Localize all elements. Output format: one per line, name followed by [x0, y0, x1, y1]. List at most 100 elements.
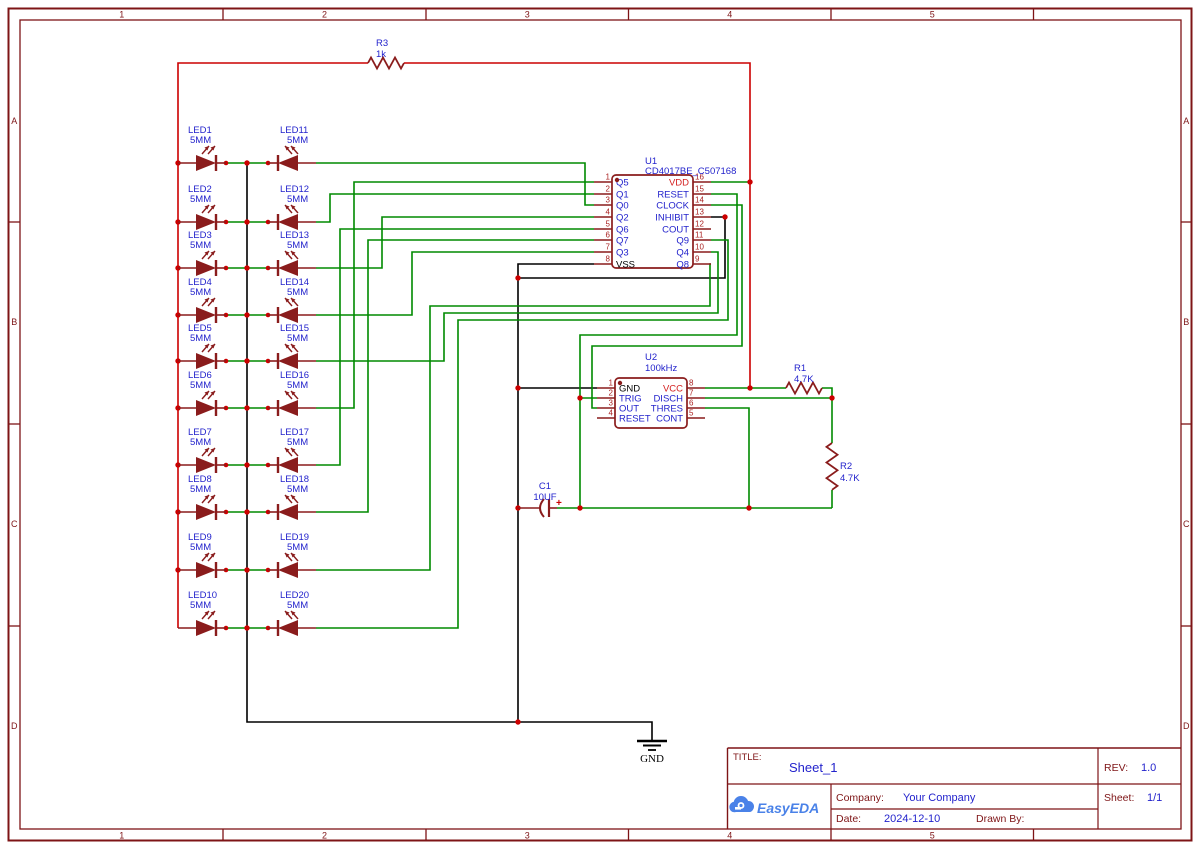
led-ref[interactable]: LED19	[280, 532, 309, 543]
wire-led-net[interactable]	[316, 216, 594, 269]
wire-reset-net[interactable]	[579, 193, 738, 508]
resistor-R2[interactable]: R24.7K	[824, 442, 861, 491]
date-value[interactable]: 2024-12-10	[884, 813, 940, 825]
ic-U2[interactable]: 1GND8VCC2TRIG7DISCH3OUT6THRES4RESET5CONT…	[597, 352, 705, 429]
resistor-value[interactable]: 4.7K	[840, 473, 860, 484]
resistor-R1[interactable]: R14.7K	[785, 363, 823, 396]
led-value[interactable]: 5MM	[190, 333, 211, 344]
resistor-value[interactable]: 1k	[376, 49, 386, 60]
led-value[interactable]: 5MM	[190, 287, 211, 298]
wire-inhibit-gnd[interactable]	[518, 216, 726, 279]
led-value[interactable]: 5MM	[190, 484, 211, 495]
led-ref[interactable]: LED11	[280, 125, 308, 136]
wires[interactable]	[177, 62, 833, 741]
led-value[interactable]: 5MM	[287, 240, 308, 251]
led-ref[interactable]: LED6	[188, 370, 212, 381]
led-ref[interactable]: LED7	[188, 427, 212, 438]
led-ref[interactable]: LED20	[280, 590, 309, 601]
wire-clock-out[interactable]	[591, 204, 743, 409]
resistor-ref[interactable]: R3	[376, 38, 388, 49]
components[interactable]: LED15MMLED115MMLED25MMLED125MMLED35MMLED…	[178, 38, 860, 765]
ic-body[interactable]	[611, 174, 694, 269]
led-ref[interactable]: LED5	[188, 323, 212, 334]
rev-value[interactable]: 1.0	[1141, 762, 1156, 774]
ic-ref[interactable]: U1	[645, 156, 657, 167]
led-value[interactable]: 5MM	[287, 380, 308, 391]
ic-body[interactable]	[614, 377, 688, 429]
wire-led-net[interactable]	[316, 181, 594, 409]
led-value[interactable]: 5MM	[287, 194, 308, 205]
led-value[interactable]: 5MM	[287, 484, 308, 495]
wire-red-top[interactable]	[404, 62, 751, 388]
resistor-ref[interactable]: R1	[794, 363, 806, 374]
sheet-title[interactable]: Sheet_1	[789, 760, 837, 775]
ic-ref[interactable]: U2	[645, 352, 657, 363]
led-ref[interactable]: LED2	[188, 184, 212, 195]
sheet-value[interactable]: 1/1	[1147, 792, 1162, 804]
led-ref[interactable]: LED9	[188, 532, 212, 543]
led-ref[interactable]: LED15	[280, 323, 309, 334]
wire-red-rail[interactable]	[177, 62, 368, 628]
led-ref[interactable]: LED12	[280, 184, 309, 195]
wire-led-net[interactable]	[316, 193, 594, 223]
company-value[interactable]: Your Company	[903, 792, 976, 804]
ic-U1[interactable]: 1Q516VDD2Q115RESET3Q014CLOCK4Q213INHIBIT…	[594, 156, 736, 271]
led-ref[interactable]: LED4	[188, 277, 212, 288]
wire-led-net[interactable]	[316, 228, 594, 466]
led-value[interactable]: 5MM	[190, 194, 211, 205]
resistor-value[interactable]: 4.7K	[794, 374, 814, 385]
led-value[interactable]: 5MM	[190, 135, 211, 146]
wire-led-net[interactable]	[316, 251, 719, 362]
led-value[interactable]: 5MM	[287, 333, 308, 344]
led-value[interactable]: 5MM	[190, 542, 211, 553]
led-value[interactable]: 5MM	[287, 135, 308, 146]
wire-led-net[interactable]	[316, 162, 594, 206]
capacitor-ref[interactable]: C1	[539, 481, 551, 492]
led-ref[interactable]: LED16	[280, 370, 309, 381]
led-ref[interactable]: LED13	[280, 230, 309, 241]
led-value[interactable]: 5MM	[287, 600, 308, 611]
ic-value[interactable]: CD4017BE_C507168	[645, 166, 736, 177]
wire-vss[interactable]	[517, 263, 594, 722]
led-value[interactable]: 5MM	[287, 287, 308, 298]
led-value[interactable]: 5MM	[190, 240, 211, 251]
led-value[interactable]: 5MM	[287, 542, 308, 553]
wire-thres[interactable]	[705, 407, 750, 508]
led-value[interactable]: 5MM	[287, 437, 308, 448]
ic-value[interactable]: 100kHz	[645, 363, 677, 374]
resistor-ref[interactable]: R2	[840, 461, 852, 472]
capacitor-value[interactable]: 10UF	[533, 492, 556, 503]
wire-r1-out[interactable]	[822, 387, 833, 398]
wire-gnd-rail[interactable]	[246, 163, 653, 741]
led-value[interactable]: 5MM	[190, 380, 211, 391]
led-ref[interactable]: LED18	[280, 474, 309, 485]
wire-led-net[interactable]	[316, 239, 594, 513]
led-ref[interactable]: LED1	[188, 125, 212, 136]
led-value[interactable]: 5MM	[190, 437, 211, 448]
led-value[interactable]: 5MM	[190, 600, 211, 611]
led-ref[interactable]: LED10	[188, 590, 217, 601]
led-ref[interactable]: LED3	[188, 230, 212, 241]
